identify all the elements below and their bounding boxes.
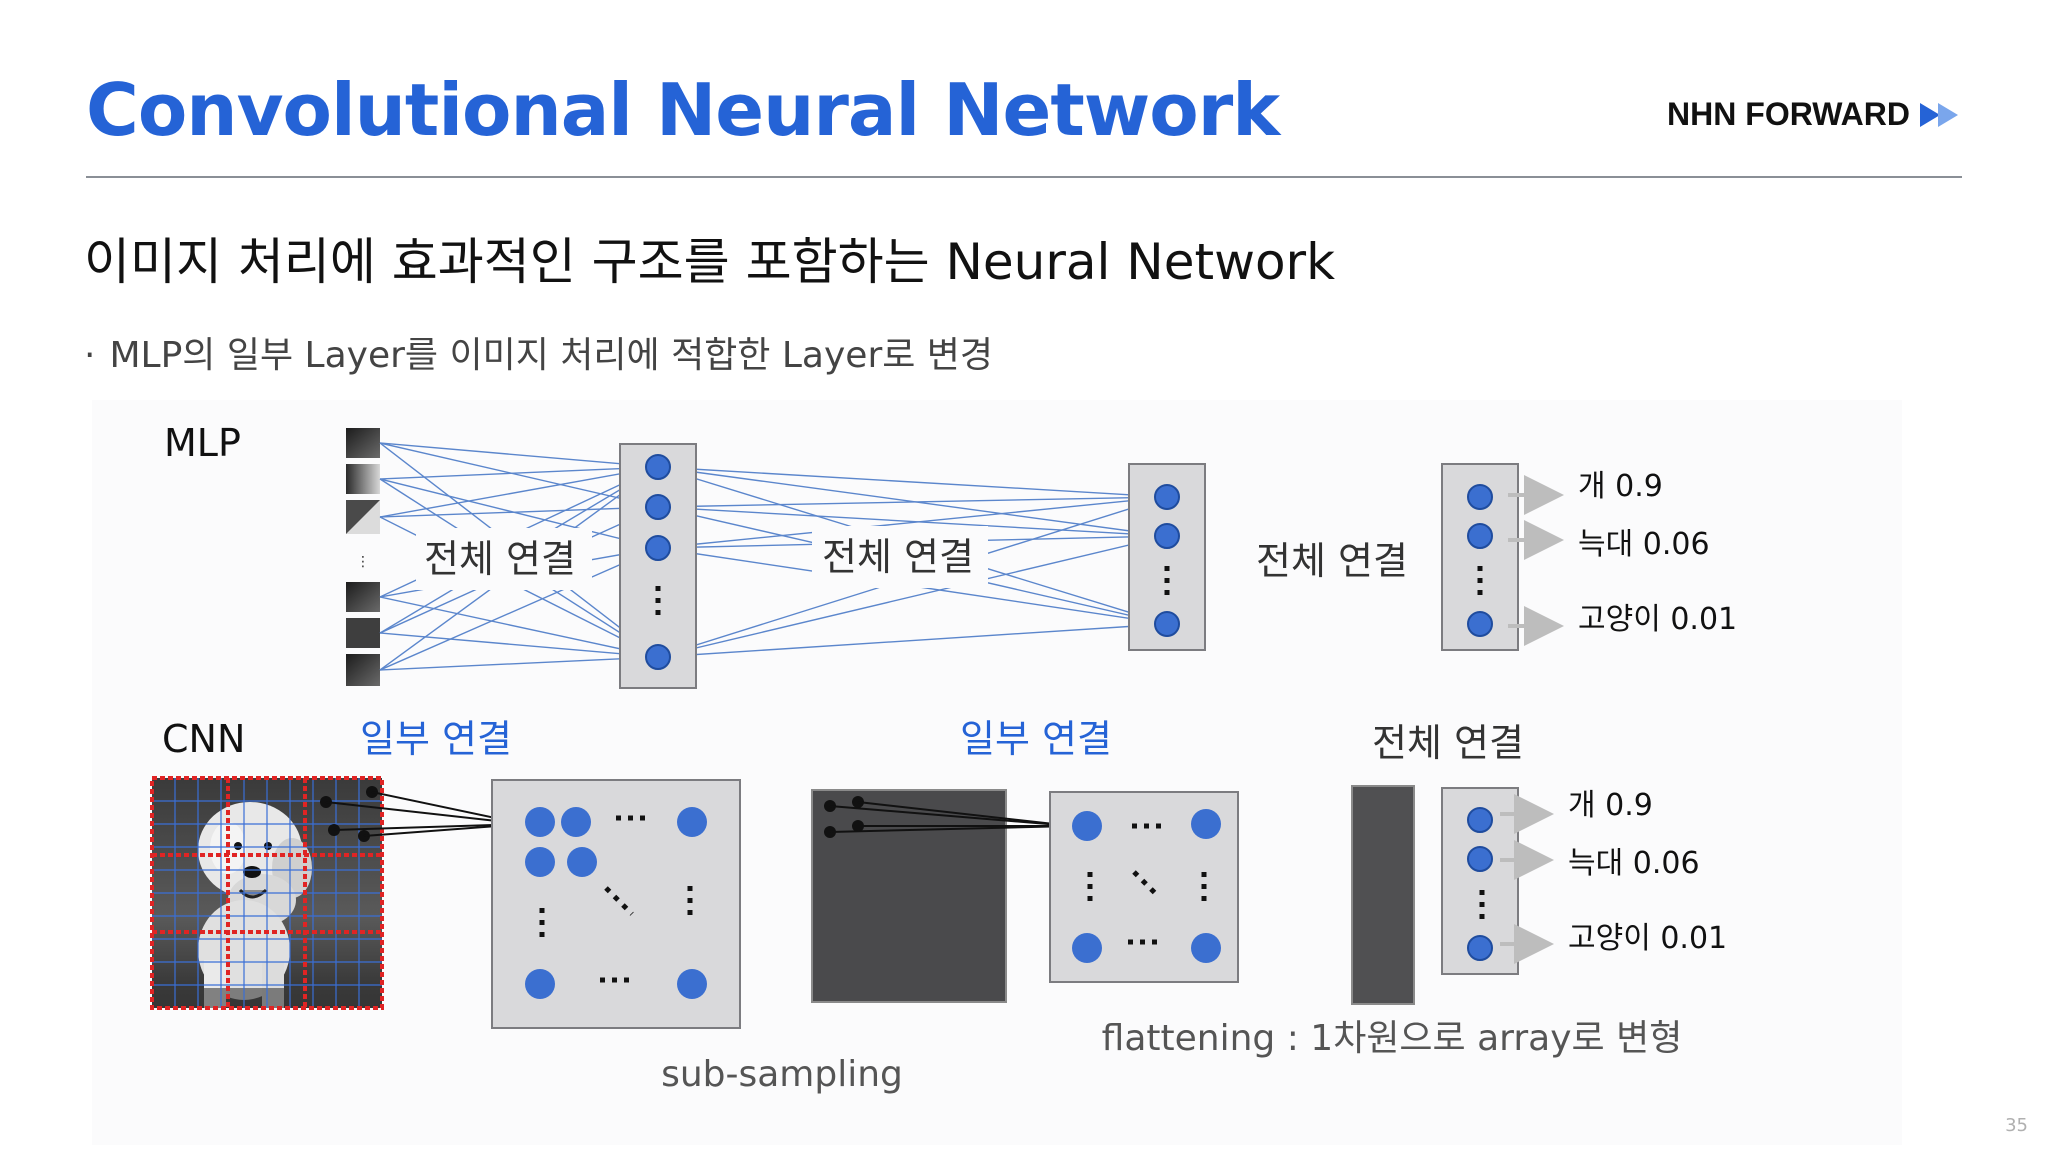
mlp-hidden-layer-1 bbox=[619, 443, 697, 689]
subsampled-map bbox=[811, 789, 1078, 1003]
cnn-output-label-wolf: 늑대 0.06 bbox=[1568, 846, 1700, 881]
mlp-output-layer bbox=[1441, 463, 1519, 651]
neuron bbox=[1154, 523, 1180, 549]
cnn-output-label-cat: 고양이 0.01 bbox=[1568, 921, 1727, 956]
dog-image-pixel-grid bbox=[152, 778, 382, 1008]
neuron bbox=[1191, 933, 1221, 963]
mlp-connection-label-3: 전체 연결 bbox=[1256, 539, 1408, 583]
neuron bbox=[525, 847, 555, 877]
mlp-output-label-cat: 고양이 0.01 bbox=[1578, 602, 1737, 637]
neuron bbox=[1154, 611, 1180, 637]
neuron bbox=[1467, 523, 1493, 549]
neuron bbox=[645, 535, 671, 561]
double-arrow-icon bbox=[1920, 102, 1958, 127]
cnn-output-arrows bbox=[1500, 794, 1554, 964]
neuron bbox=[525, 969, 555, 999]
neuron bbox=[645, 644, 671, 670]
input-patch bbox=[346, 464, 380, 494]
input-patch bbox=[346, 618, 380, 648]
mlp-input-patches: ⋮ bbox=[346, 428, 380, 686]
neuron bbox=[1467, 611, 1493, 637]
neuron bbox=[1072, 811, 1102, 841]
dog-image-receptive-field-grid bbox=[150, 776, 384, 1010]
mlp-output-label-wolf: 늑대 0.06 bbox=[1578, 527, 1710, 562]
subsampling-label: sub-sampling bbox=[661, 1054, 903, 1095]
cnn-output-label-dog: 개 0.9 bbox=[1568, 788, 1653, 823]
mlp-hidden-layer-2 bbox=[1128, 463, 1206, 651]
neuron bbox=[1072, 933, 1102, 963]
second-feature-map bbox=[1049, 791, 1239, 983]
brand-logo: NHN FORWARD bbox=[1667, 96, 1964, 133]
page-title: Convolutional Neural Network bbox=[86, 68, 1280, 152]
cnn-connection-label-3: 전체 연결 bbox=[1372, 721, 1524, 765]
neuron bbox=[677, 807, 707, 837]
bullet-point: · MLP의 일부 Layer를 이미지 처리에 적합한 Layer로 변경 bbox=[84, 326, 993, 378]
neuron bbox=[1467, 484, 1493, 510]
flattening-label: flattening : 1차원으로 array로 변형 bbox=[1102, 1018, 1683, 1059]
mlp-connection-label-2: 전체 연결 bbox=[822, 535, 974, 579]
mlp-output-label-dog: 개 0.9 bbox=[1578, 469, 1663, 504]
slide-subtitle: 이미지 처리에 효과적인 구조를 포함하는 Neural Network bbox=[84, 233, 1336, 291]
conv-feature-map bbox=[491, 779, 741, 1029]
input-patch bbox=[346, 654, 380, 686]
neuron bbox=[561, 807, 591, 837]
neuron bbox=[1467, 807, 1493, 833]
input-ellipsis: ⋮ bbox=[356, 554, 370, 570]
mlp-output-arrows bbox=[1508, 475, 1564, 646]
neuron bbox=[645, 494, 671, 520]
header-divider bbox=[86, 176, 1962, 178]
neuron bbox=[567, 847, 597, 877]
flattened-vector bbox=[1351, 785, 1415, 1005]
diagonal-ellipsis bbox=[1132, 870, 1160, 898]
neuron bbox=[525, 807, 555, 837]
label-mask bbox=[812, 526, 988, 588]
cnn-label: CNN bbox=[162, 717, 245, 761]
neuron bbox=[677, 969, 707, 999]
neuron bbox=[645, 454, 671, 480]
neuron bbox=[1191, 809, 1221, 839]
page-number: 35 bbox=[2005, 1115, 2028, 1136]
mlp-label: MLP bbox=[164, 421, 241, 465]
input-patch bbox=[346, 582, 380, 612]
input-patch-highlight bbox=[346, 500, 380, 534]
input-patch bbox=[346, 428, 380, 458]
logo-text: NHN FORWARD bbox=[1667, 96, 1910, 132]
label-mask bbox=[416, 528, 592, 590]
bullet-marker: · bbox=[84, 335, 96, 376]
neuron bbox=[1154, 484, 1180, 510]
bullet-text: MLP의 일부 Layer를 이미지 처리에 적합한 Layer로 변경 bbox=[109, 335, 994, 376]
neuron bbox=[1467, 846, 1493, 872]
cnn-connection-label-1: 일부 연결 bbox=[360, 717, 512, 761]
mlp-connection-label-1: 전체 연결 bbox=[424, 537, 576, 581]
neuron bbox=[1467, 935, 1493, 961]
cnn-connection-label-2: 일부 연결 bbox=[960, 717, 1112, 761]
